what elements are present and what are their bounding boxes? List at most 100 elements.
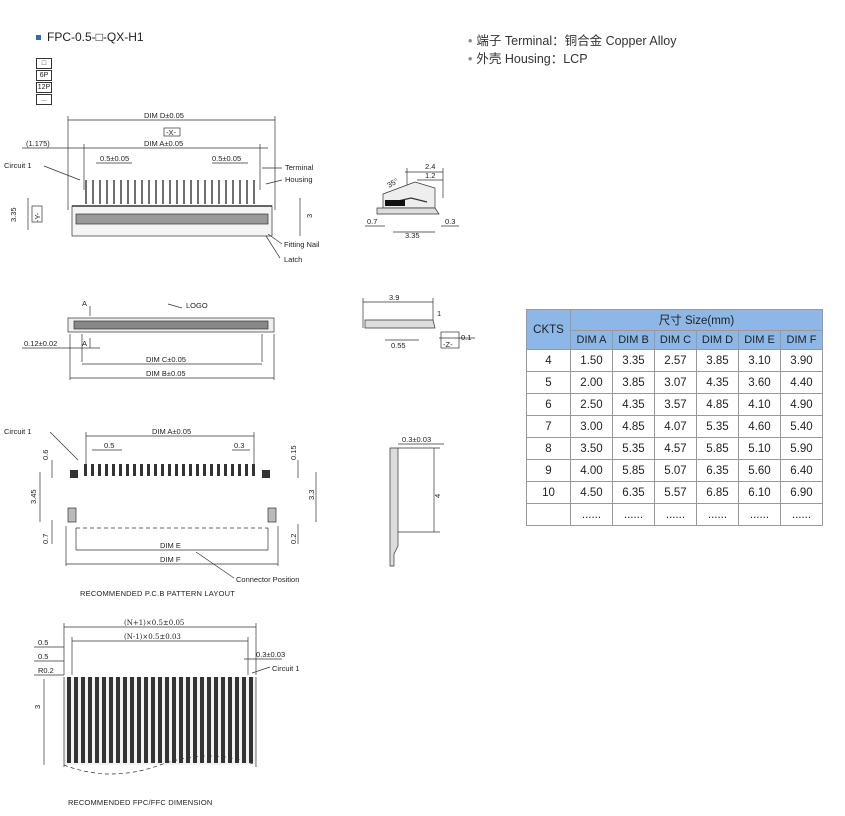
col-header: DIM A [570, 330, 613, 350]
dim-cell: 3.60 [738, 371, 781, 394]
connector-side-view-1: 2.4 1.2 35° 0.7 3.35 0.3 [365, 162, 459, 240]
dim-cell: 4.40 [780, 371, 823, 394]
ckts-cell: 4 [526, 349, 571, 372]
ckts-cell [526, 503, 571, 526]
pcb-05-label: 0.5 [104, 441, 114, 450]
side1-07-label: 0.7 [367, 217, 377, 226]
dim-cell: 4.90 [780, 393, 823, 416]
spec-housing: •外壳 Housing：LCP [468, 52, 588, 66]
section-a-bottom-label: A [82, 339, 87, 348]
pin-option: 6P [36, 70, 52, 81]
flatness-label: 0.1 [461, 333, 471, 342]
dim-cell: 6.10 [738, 481, 781, 504]
dim-cell: 2.00 [570, 371, 613, 394]
side2-39-label: 3.9 [389, 293, 399, 302]
col-header: DIM C [654, 330, 697, 350]
dim-cell: 4.00 [570, 459, 613, 482]
ckts-cell: 8 [526, 437, 571, 460]
dim-cell: 5.35 [696, 415, 739, 438]
dim-cell: 2.50 [570, 393, 613, 416]
dim-cell: 5.85 [612, 459, 655, 482]
pcb-pattern-drawing: Circuit 1 DIM A±0.05 0.5 0.3 0.6 0.15 3.… [4, 427, 317, 598]
col-header: DIM E [738, 330, 781, 350]
bullet-dot-icon: • [468, 52, 473, 66]
pcb-06-label: 0.6 [41, 450, 50, 460]
ckts-cell: 6 [526, 393, 571, 416]
pcb-345-label: 3.45 [29, 489, 38, 504]
dim-cell: 6.35 [612, 481, 655, 504]
dim-cell: ...... [612, 503, 655, 526]
dim-cell: 3.85 [696, 349, 739, 372]
col-header: DIM F [780, 330, 823, 350]
dim-cell: ...... [696, 503, 739, 526]
side1-03-label: 0.3 [445, 217, 455, 226]
fpc-3-label: 3 [33, 705, 42, 709]
ckts-cell: 5 [526, 371, 571, 394]
pcb-33-label: 3.3 [307, 490, 316, 500]
z-ref-label: -Z- [443, 340, 453, 349]
dim-cell: 5.40 [780, 415, 823, 438]
section-a-top-label: A [82, 299, 87, 308]
dim-cell: 6.90 [780, 481, 823, 504]
dim-cell: 4.50 [570, 481, 613, 504]
connector-top-view-drawing: DIM D±0.05 -X- (1.175) DIM A±0.05 0.5±0.… [4, 111, 320, 264]
pcb-02-label: 0.2 [289, 534, 298, 544]
connector-front-view-drawing: A A LOGO 0.12±0.02 DIM C±0.05 DIM B±0.05 [22, 299, 275, 380]
dim-cell: 3.90 [780, 349, 823, 372]
size-table: CKTS 尺寸 Size(mm) DIM A DIM B DIM C DIM D… [526, 309, 823, 526]
pitch-left-label: 0.5±0.05 [100, 154, 129, 163]
dim-cell: ...... [654, 503, 697, 526]
ckts-header: CKTS [526, 309, 571, 350]
dim-c-label: DIM C±0.05 [146, 355, 186, 364]
pcb-caption: RECOMMENDED P.C.B PATTERN LAYOUT [80, 589, 235, 598]
fitting-nail-label: Fitting Nail [284, 240, 320, 249]
dim-cell: 3.50 [570, 437, 613, 460]
pcb-dim-f-label: DIM F [160, 555, 181, 564]
n-plus-label: (N+1)×0.5±0.05 [124, 619, 184, 627]
dim-012-label: 0.12±0.02 [24, 339, 57, 348]
fpc-dimension-drawing: (N+1)×0.5±0.05 (N-1)×0.5±0.03 0.5 0.5 R0… [33, 619, 300, 807]
dim-cell: ...... [780, 503, 823, 526]
fpc-03-label: 0.3±0.03 [256, 650, 285, 659]
side2-055-label: 0.55 [391, 341, 406, 350]
dim-cell: 3.00 [570, 415, 613, 438]
side2-1-label: 1 [437, 309, 441, 318]
dim-cell: 4.60 [738, 415, 781, 438]
dim-cell: 4.07 [654, 415, 697, 438]
pin-option: 12P [36, 82, 52, 93]
pcb-015-label: 0.15 [289, 445, 298, 460]
x-ref-label: -X- [166, 128, 177, 137]
side3-4-label: 4 [433, 494, 442, 498]
side3-03-label: 0.3±0.03 [402, 436, 431, 444]
pcb-circuit1-label: Circuit 1 [4, 427, 32, 436]
dim-cell: 4.85 [612, 415, 655, 438]
height-335-label: 3.35 [9, 207, 18, 222]
dim-cell: 2.57 [654, 349, 697, 372]
fpc-r02-label: R0.2 [38, 666, 54, 675]
spec-terminal: •端子 Terminal：铜合金 Copper Alloy [468, 34, 677, 48]
side1-24-label: 2.4 [425, 162, 435, 171]
dim-cell: 5.10 [738, 437, 781, 460]
fpc-05a-label: 0.5 [38, 638, 48, 647]
dim-cell: 5.85 [696, 437, 739, 460]
dim-cell: 4.35 [612, 393, 655, 416]
dim-cell: 1.50 [570, 349, 613, 372]
circuit1-label: Circuit 1 [4, 161, 32, 170]
dim-cell: 3.07 [654, 371, 697, 394]
housing-label: Housing [285, 175, 313, 184]
side1-335-label: 3.35 [405, 231, 420, 240]
bullet-square-icon [36, 34, 41, 40]
ckts-cell: 10 [526, 481, 571, 504]
dim-b-label: DIM B±0.05 [146, 369, 186, 378]
dim-cell: 5.57 [654, 481, 697, 504]
offset-label: (1.175) [26, 139, 50, 148]
pcb-03-label: 0.3 [234, 441, 244, 450]
dim-cell: ...... [570, 503, 613, 526]
